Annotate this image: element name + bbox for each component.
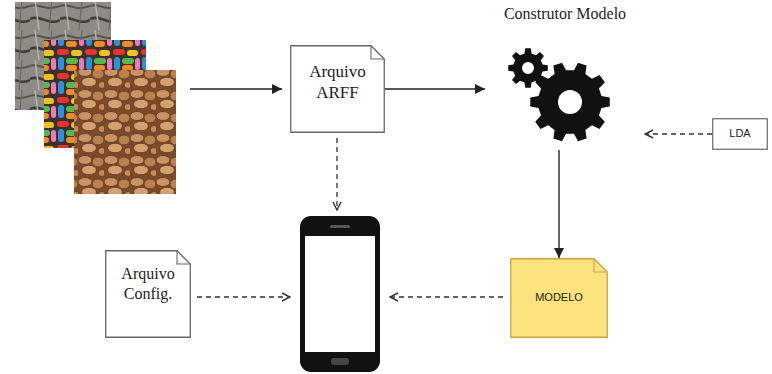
phone-icon bbox=[300, 216, 380, 372]
config-file: Arquivo Config. bbox=[105, 250, 191, 338]
phone-speaker bbox=[330, 225, 350, 228]
document-fold bbox=[594, 259, 607, 272]
box-outline bbox=[713, 119, 768, 150]
node-label: LDA bbox=[729, 127, 750, 141]
node-label: Arquivo ARFF bbox=[297, 61, 378, 104]
flow-arrow bbox=[645, 133, 712, 134]
document-outline bbox=[106, 251, 191, 338]
arff-phone-arrow bbox=[336, 138, 337, 210]
node-label: Construtor Modelo bbox=[504, 4, 626, 24]
phone-button bbox=[331, 358, 349, 365]
flow-arrow bbox=[558, 150, 559, 258]
beans-image bbox=[74, 70, 176, 194]
model-file: MODELO bbox=[510, 258, 608, 338]
large-gear bbox=[530, 63, 609, 141]
phone-body bbox=[300, 216, 380, 372]
document-outline bbox=[291, 46, 385, 133]
arff-file: Arquivo ARFF bbox=[290, 45, 385, 133]
node-label: Arquivo Config. bbox=[112, 264, 184, 304]
model-builder: Construtor Modelo bbox=[485, 2, 645, 150]
images-arrow bbox=[190, 88, 282, 89]
lda-box: LDA bbox=[712, 118, 768, 150]
model-phone-arrow bbox=[390, 296, 503, 297]
phone-screen bbox=[305, 236, 375, 352]
document-fold bbox=[177, 251, 190, 264]
config-phone-arrow bbox=[197, 296, 290, 297]
texture-images bbox=[15, 2, 176, 194]
document-fold bbox=[371, 46, 384, 59]
node-label: MODELO bbox=[535, 291, 583, 305]
gear-shape bbox=[485, 2, 645, 150]
document-outline bbox=[511, 259, 608, 338]
flow-arrow bbox=[385, 88, 485, 89]
